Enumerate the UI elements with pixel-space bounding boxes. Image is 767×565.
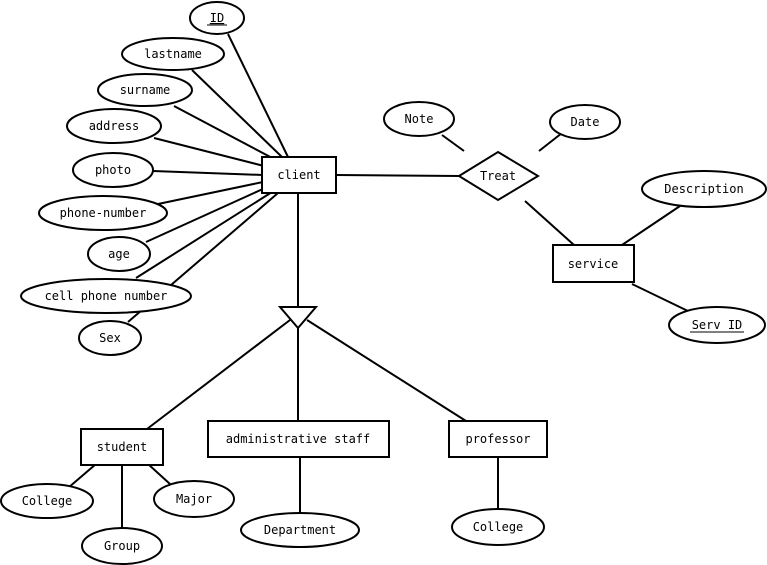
attr-sex-label: Sex xyxy=(99,331,121,345)
attr-address-label: address xyxy=(89,119,140,133)
attr-phone-number: phone-number xyxy=(38,195,168,231)
line-client-address xyxy=(153,137,265,167)
entity-admin-staff-label: administrative staff xyxy=(226,432,371,446)
line-service-description xyxy=(621,205,681,246)
entity-professor: professor xyxy=(448,420,548,458)
attr-address: address xyxy=(66,108,162,144)
line-treat-date xyxy=(538,132,563,152)
attr-age-label: age xyxy=(108,247,130,261)
line-client-phone-number xyxy=(157,181,264,205)
line-student-college xyxy=(67,463,97,489)
line-client-cell-phone xyxy=(135,191,273,279)
attr-sex: Sex xyxy=(78,320,142,356)
attr-cell-phone-number: cell phone number xyxy=(20,278,192,314)
attr-department-label: Department xyxy=(264,523,336,537)
line-client-treat xyxy=(335,174,461,177)
attr-lastname-label: lastname xyxy=(144,47,202,61)
attr-group-label: Group xyxy=(104,539,140,553)
attr-major: Major xyxy=(153,480,235,518)
attr-student-college-label: College xyxy=(22,494,73,508)
attr-note: Note xyxy=(383,101,455,137)
line-client-id xyxy=(227,33,289,158)
attr-photo-label: photo xyxy=(95,163,131,177)
attr-major-label: Major xyxy=(176,492,212,506)
line-client-surname xyxy=(173,105,277,161)
line-treat-service xyxy=(524,200,575,246)
entity-admin-staff: administrative staff xyxy=(207,420,390,458)
attr-description: Description xyxy=(641,170,767,208)
attr-student-college: College xyxy=(0,483,94,519)
line-service-servid xyxy=(631,283,691,313)
line-isa-student xyxy=(146,319,291,430)
line-client-lastname xyxy=(191,69,283,158)
entity-service-label: service xyxy=(568,257,619,271)
entity-service: service xyxy=(552,244,635,283)
attr-cell-phone-number-label: cell phone number xyxy=(45,289,168,303)
attr-professor-college: College xyxy=(451,508,545,546)
attr-surname-label: surname xyxy=(120,83,171,97)
isa-triangle xyxy=(277,306,319,330)
attr-serv-id: Serv_ID xyxy=(668,306,766,344)
line-student-major xyxy=(147,463,171,485)
attr-group: Group xyxy=(81,527,163,565)
entity-client-label: client xyxy=(277,168,320,182)
attr-department: Department xyxy=(240,512,360,548)
entity-student-label: student xyxy=(97,440,148,454)
attr-id: ID xyxy=(189,1,245,35)
attr-phone-number-label: phone-number xyxy=(60,206,147,220)
entity-student: student xyxy=(80,428,164,466)
entity-professor-label: professor xyxy=(465,432,530,446)
attr-surname: surname xyxy=(97,73,193,107)
line-client-age xyxy=(145,187,266,243)
attr-professor-college-label: College xyxy=(473,520,524,534)
line-client-photo xyxy=(152,170,264,176)
attr-date: Date xyxy=(549,104,621,140)
relationship-treat-label: Treat xyxy=(480,169,516,183)
attr-lastname: lastname xyxy=(121,37,225,71)
connector-lines xyxy=(67,33,691,528)
entity-client: client xyxy=(261,156,337,194)
attr-note-label: Note xyxy=(405,112,434,126)
attr-serv-id-label: Serv_ID xyxy=(692,318,743,332)
attr-age: age xyxy=(87,236,151,272)
attr-description-label: Description xyxy=(664,182,743,196)
attr-date-label: Date xyxy=(571,115,600,129)
attr-photo: photo xyxy=(72,152,154,188)
line-isa-professor xyxy=(306,319,467,422)
relationship-treat: Treat xyxy=(457,150,540,202)
line-treat-note xyxy=(441,134,465,152)
attr-id-label: ID xyxy=(210,11,224,25)
